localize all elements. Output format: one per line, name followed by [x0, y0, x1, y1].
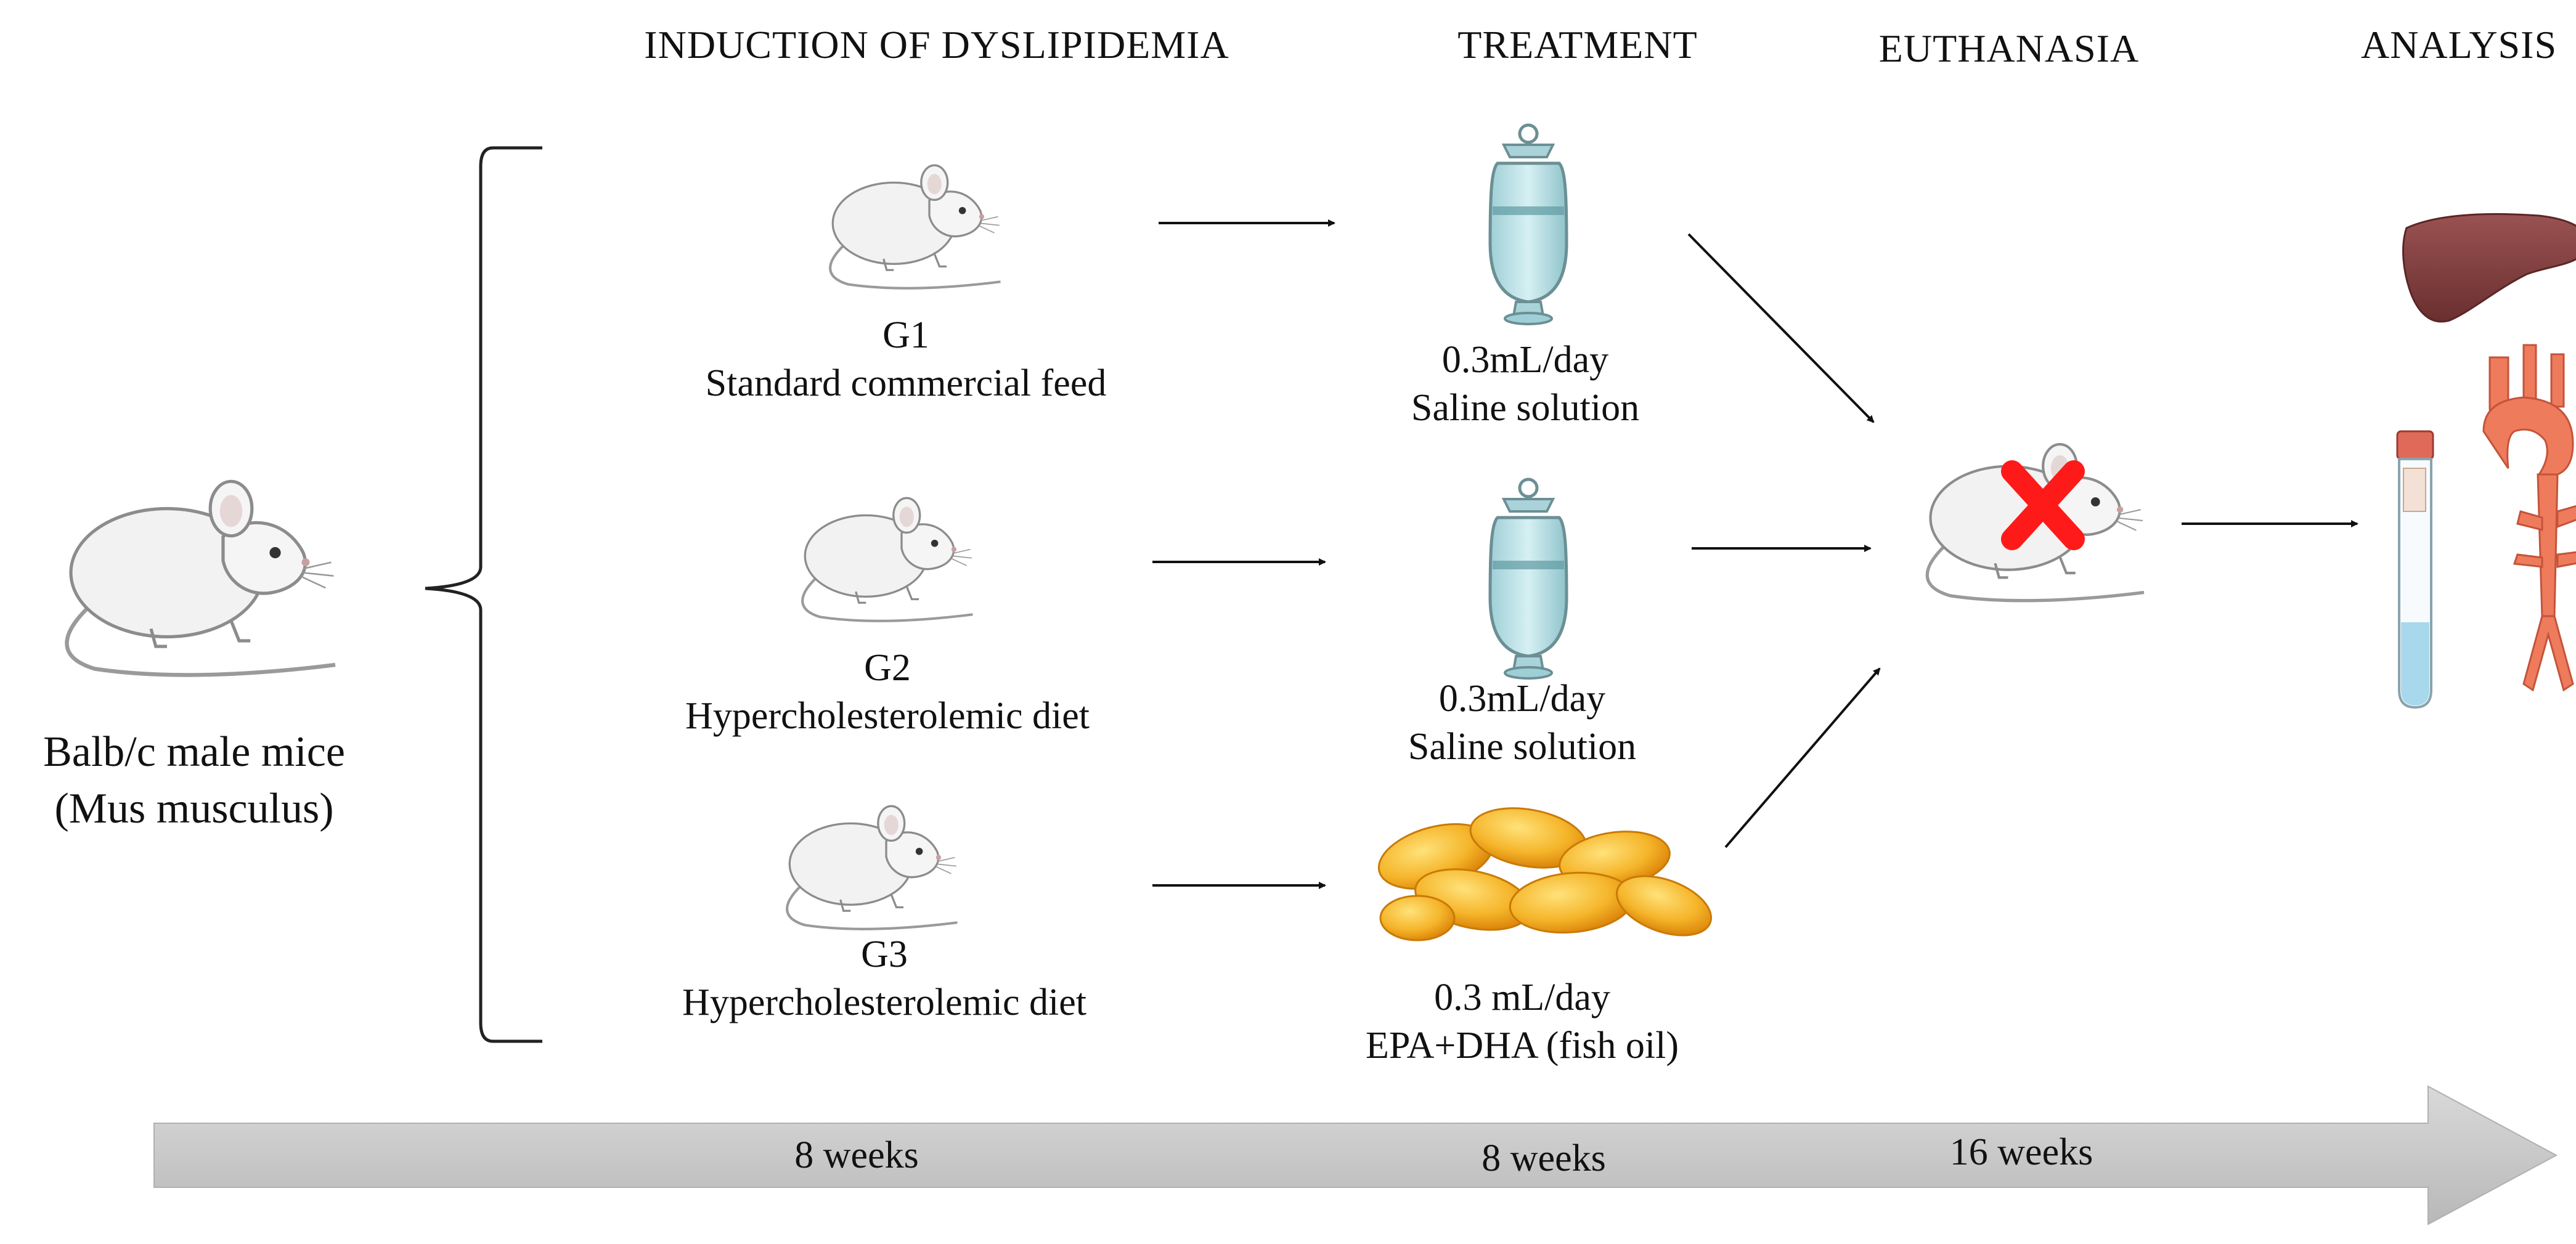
blood-tube-icon — [2396, 430, 2434, 709]
cross-icon — [2001, 460, 2085, 550]
header-euthanasia: EUTHANASIA — [1878, 26, 2140, 70]
g1-mouse-icon — [830, 165, 1000, 288]
timeline-total-label: 16 weeks — [1949, 1131, 2093, 1173]
subject-line2: (Mus musculus) — [54, 785, 334, 832]
group-name: G2 — [864, 647, 911, 689]
group-label-g2: G2 Hypercholesterolemic diet — [685, 644, 1090, 740]
saline-bag-icon-g1 — [1490, 125, 1567, 324]
treatment-label-g1: 0.3mL/day Saline solution — [1411, 336, 1639, 432]
header-treatment: TREATMENT — [1457, 23, 1698, 67]
treatment-name: EPA+DHA (fish oil) — [1365, 1025, 1679, 1067]
subject-label: Balb/c male mice (Mus musculus) — [43, 724, 345, 837]
group-name: G1 — [882, 314, 929, 356]
arrow-g3-euthanasia — [1724, 667, 1881, 848]
subject-line1: Balb/c male mice — [43, 728, 345, 776]
treatment-name: Saline solution — [1411, 387, 1640, 429]
fish-oil-capsules-icon — [1377, 807, 1713, 941]
treatment-dose: 0.3 mL/day — [1434, 977, 1610, 1018]
group-diet: Hypercholesterolemic diet — [685, 695, 1090, 737]
group-label-g1: G1 Standard commercial feed — [706, 311, 1107, 407]
saline-bag-icon-g2 — [1490, 479, 1567, 678]
g3-mouse-icon — [787, 806, 957, 929]
group-diet: Hypercholesterolemic diet — [682, 982, 1086, 1023]
balbc-mouse-icon — [67, 481, 336, 675]
group-label-g3: G3 Hypercholesterolemic diet — [682, 930, 1086, 1027]
g2-mouse-icon — [802, 498, 972, 620]
treatment-label-g2: 0.3mL/day Saline solution — [1408, 675, 1636, 771]
group-name: G3 — [861, 933, 908, 975]
group-diet: Standard commercial feed — [705, 362, 1107, 404]
treatment-label-g3: 0.3 mL/day EPA+DHA (fish oil) — [1366, 974, 1679, 1070]
treatment-name: Saline solution — [1408, 726, 1637, 768]
aorta-icon — [2482, 344, 2576, 692]
arrow-g1-euthanasia — [1687, 233, 1875, 423]
timeline-arrow — [153, 1085, 2558, 1226]
header-induction: INDUCTION OF DYSLIPIDEMIA — [644, 23, 1229, 67]
liver-icon — [2402, 213, 2576, 323]
timeline-phase2-label: 8 weeks — [1482, 1137, 1606, 1179]
timeline-phase1-label: 8 weeks — [794, 1134, 919, 1176]
treatment-dose: 0.3mL/day — [1441, 339, 1609, 381]
treatment-dose: 0.3mL/day — [1438, 678, 1606, 720]
group-bracket — [425, 146, 542, 1043]
header-analysis: ANALYSIS — [2360, 23, 2558, 67]
